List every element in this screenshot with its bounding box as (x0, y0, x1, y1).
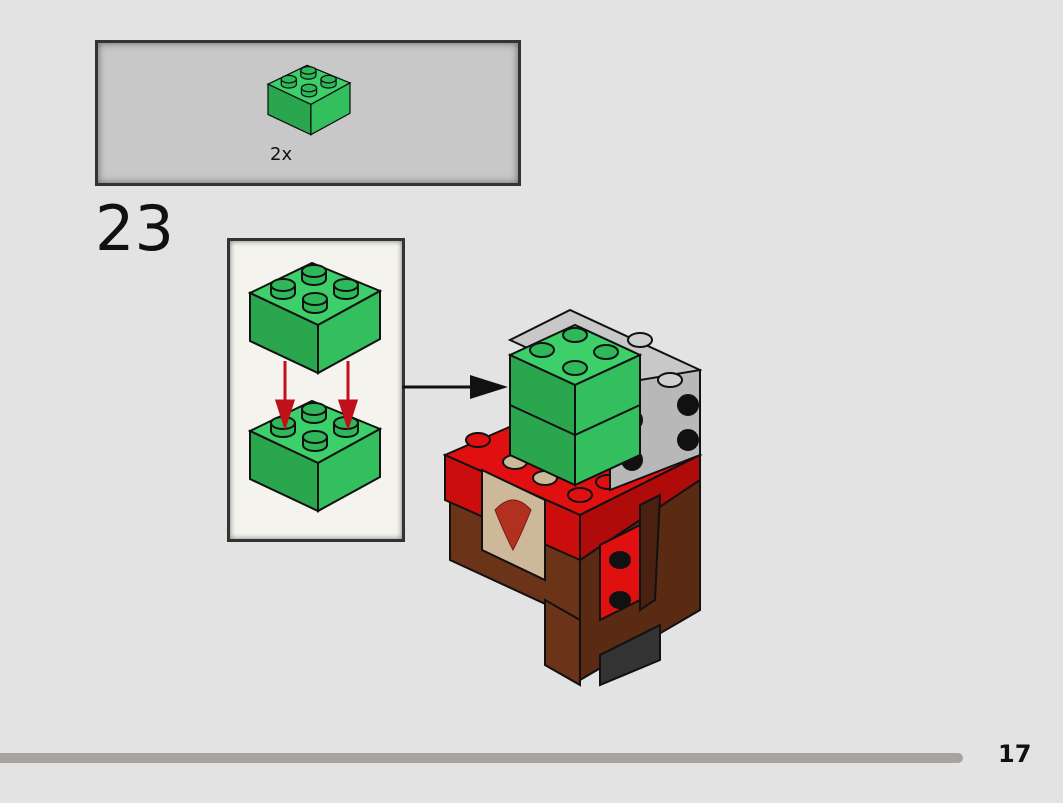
callout-arrow-icon (402, 375, 508, 399)
progress-bar (0, 753, 963, 763)
sub-assembly-box (227, 238, 405, 542)
part-quantity: 2x (270, 144, 293, 165)
step-number: 23 (95, 192, 174, 265)
green-brick-2x2-icon (267, 64, 351, 136)
parts-list-box: 2x (95, 40, 521, 186)
model-assembly-illustration (442, 308, 703, 687)
placement-arrows-icon (274, 361, 359, 431)
page-number: 17 (998, 740, 1032, 768)
